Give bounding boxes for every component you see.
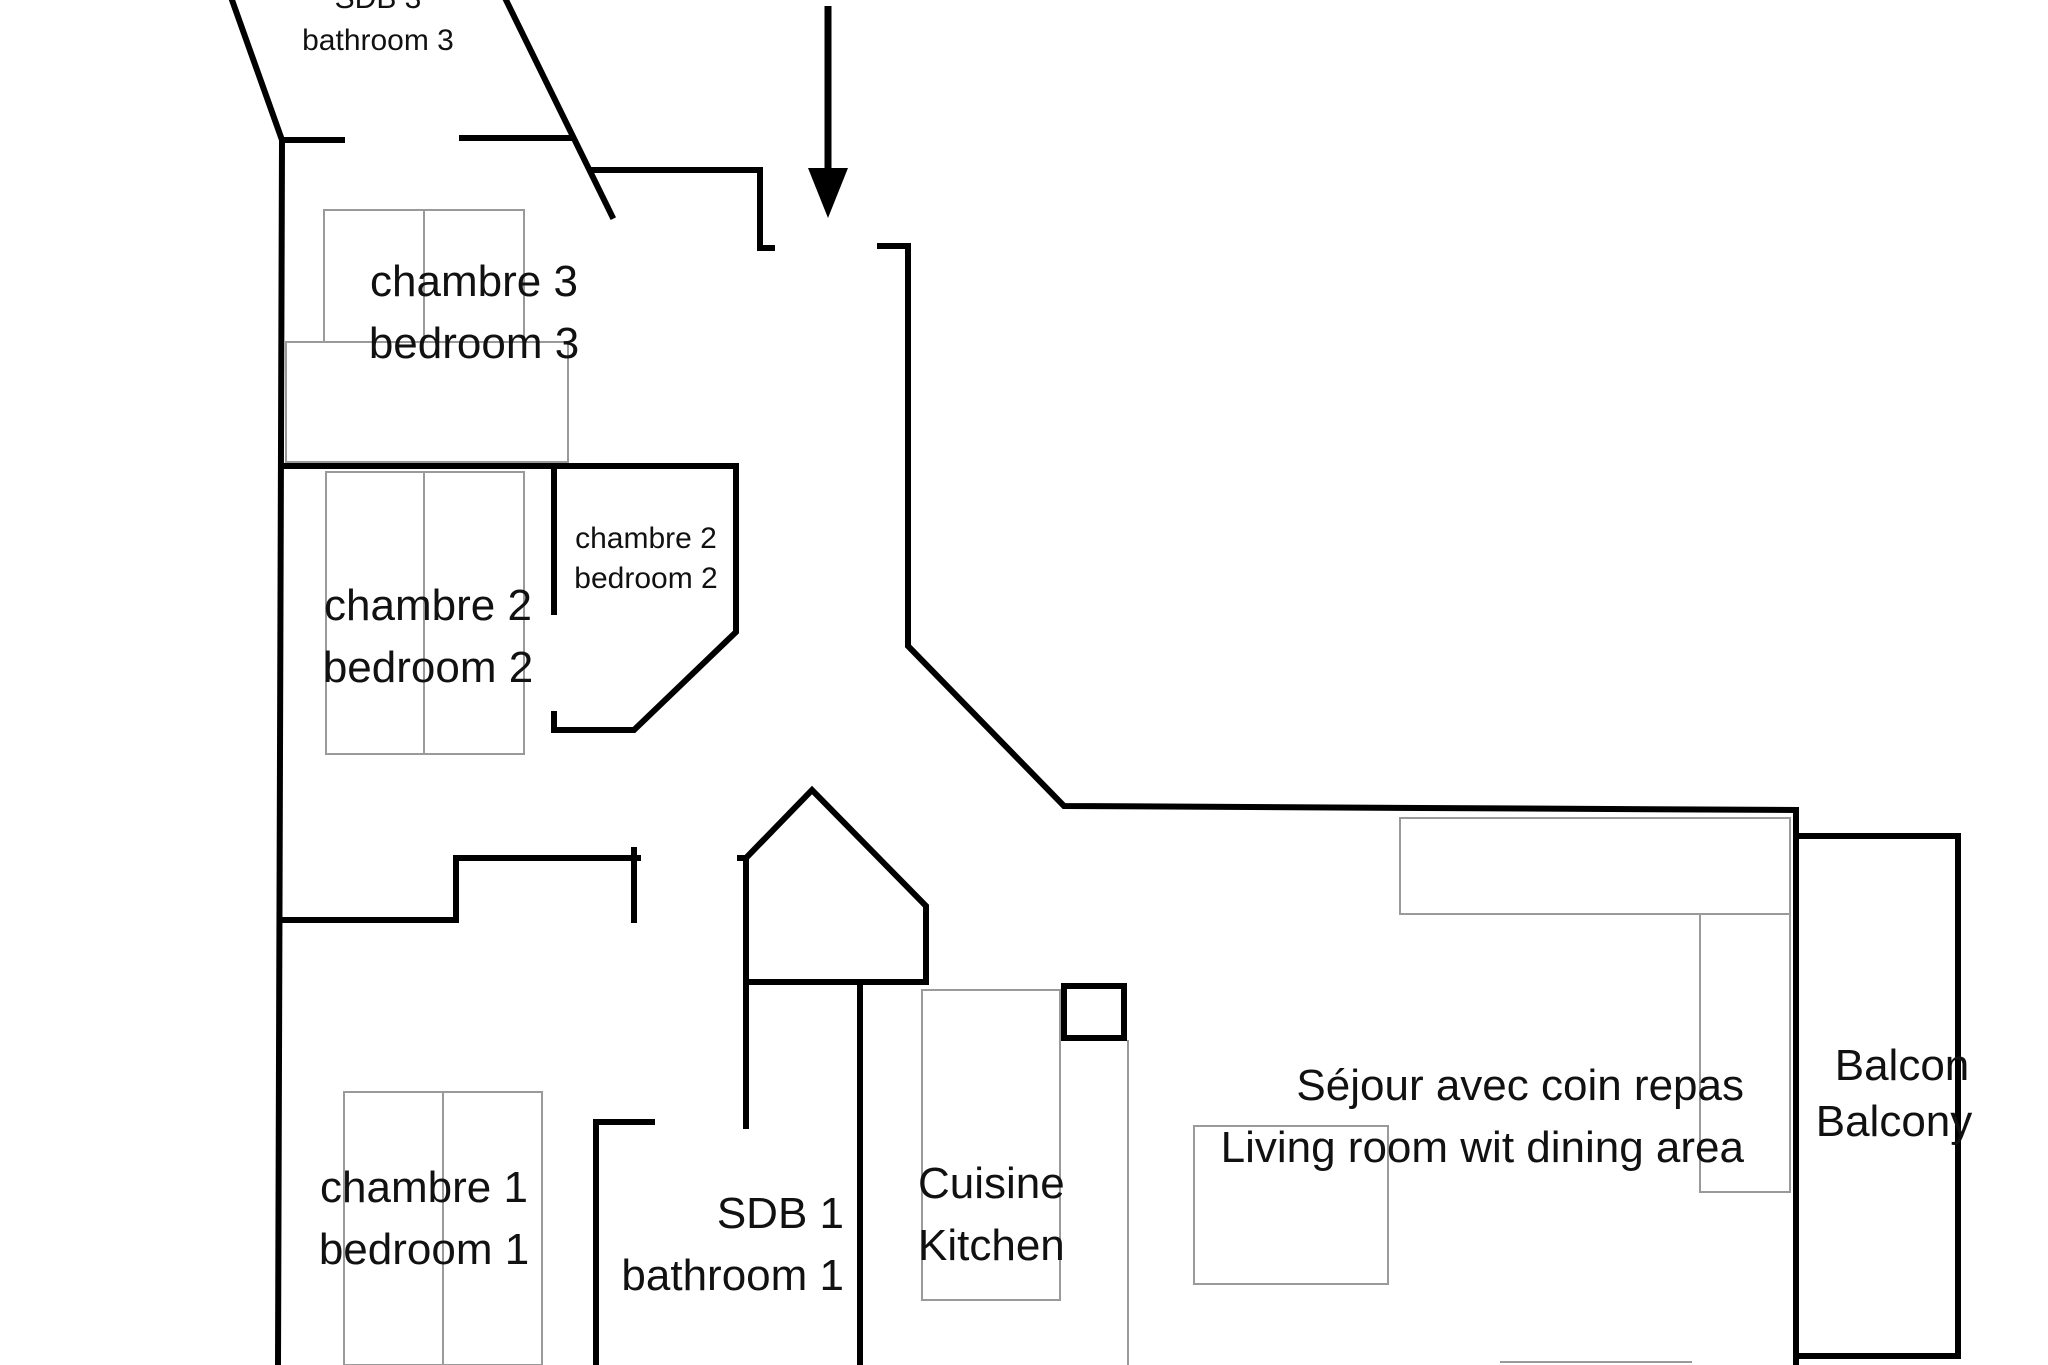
label-bedroom3-fr: chambre 3: [370, 257, 578, 306]
label-kitchen-fr: Cuisine: [918, 1159, 1065, 1208]
label-balcony-fr: Balcon: [1835, 1041, 1970, 1090]
label-bedroom3-en: bedroom 3: [369, 319, 579, 368]
kitchen-pillar: [1061, 983, 1127, 1041]
entrance-arrow-icon: [808, 6, 848, 218]
label-bathroom1-en: bathroom 1: [621, 1251, 844, 1300]
label-bedroom2-en: bedroom 2: [323, 643, 533, 692]
sofa-top: [1399, 817, 1791, 915]
label-living-fr: Séjour avec coin repas: [1296, 1061, 1744, 1110]
label-bathroom3-fr: SDB 3: [335, 0, 422, 15]
label-kitchen-en: Kitchen: [918, 1221, 1065, 1270]
wall-bedroom1-top: [279, 855, 641, 923]
label-bedroom1-en: bedroom 1: [319, 1225, 529, 1274]
wall-bathroom3-right: [502, 0, 617, 221]
label-bathroom1-fr: SDB 1: [717, 1189, 844, 1238]
label-living-en: Living room wit dining area: [1221, 1123, 1745, 1172]
label-bathroom3-en: bathroom 3: [302, 24, 454, 57]
wall-left-outer: [274, 136, 286, 1365]
wall-top-entry-right: [877, 243, 1799, 1365]
kitchen-counter: [921, 989, 1061, 1301]
label-closet2-fr: chambre 2: [575, 522, 717, 555]
wall-bathroom1-top: [593, 1119, 655, 1365]
wall-hall-pentagon: [741, 785, 929, 985]
wall-bathroom3-left: [228, 0, 286, 144]
label-bedroom2-fr: chambre 2: [324, 581, 532, 630]
label-closet2-en: bedroom 2: [574, 562, 717, 595]
room-labels: SDB 3 bathroom 3 chambre 3 bedroom 3 cha…: [302, 0, 1972, 1300]
wall-balcony: [1793, 833, 1961, 1359]
wall-top-entry-left: [591, 167, 775, 251]
walls-layer: [228, 0, 1961, 1365]
label-balcony-en: Balcony: [1816, 1097, 1973, 1146]
label-bedroom1-fr: chambre 1: [320, 1163, 528, 1212]
furniture-layer: [285, 209, 1791, 1365]
wall-closet-bedroom2: [551, 463, 739, 733]
wardrobe-bedroom-3: [285, 341, 569, 463]
dining-table: [1193, 1125, 1389, 1285]
sofa-side: [1699, 913, 1791, 1193]
